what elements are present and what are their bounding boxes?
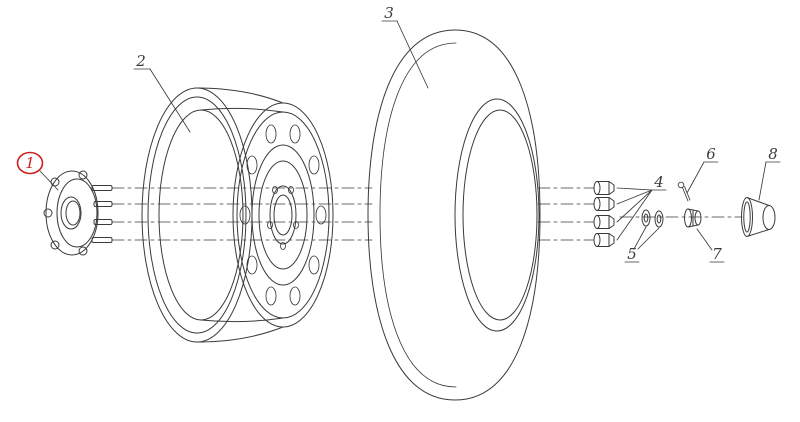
callout-leader-lines <box>39 20 767 251</box>
callout-4-label: 4 <box>653 173 664 191</box>
wheel-stud <box>93 219 113 225</box>
rim-lug-holes <box>267 186 299 250</box>
lug-nut <box>593 233 615 247</box>
callout-1-label: 1 <box>25 154 35 172</box>
lug-nuts-part <box>593 181 615 247</box>
callout-8-label: 8 <box>768 145 778 163</box>
washers-part <box>641 209 664 228</box>
wheel-stud <box>93 201 113 207</box>
callout-6-label: 6 <box>706 145 716 163</box>
hub-part <box>43 170 113 256</box>
callout-7-label: 7 <box>712 245 722 263</box>
castle-nut-part <box>684 208 702 228</box>
callout-labels: 1 2 3 4 5 6 7 8 <box>16 4 781 263</box>
lug-nut <box>593 197 615 211</box>
callout-1-highlight-circle <box>16 151 44 175</box>
wheel-stud <box>91 185 113 191</box>
lug-nut <box>593 215 615 229</box>
tire-part <box>367 29 541 401</box>
callout-2-label: 2 <box>135 52 146 70</box>
callout-3-label: 3 <box>384 4 394 22</box>
hub-cap-part <box>741 197 776 237</box>
callout-5-label: 5 <box>627 245 637 263</box>
lug-nut <box>593 181 615 195</box>
rim-vent-holes <box>239 124 327 306</box>
rim-part <box>141 87 334 343</box>
wheel-stud <box>91 237 113 243</box>
